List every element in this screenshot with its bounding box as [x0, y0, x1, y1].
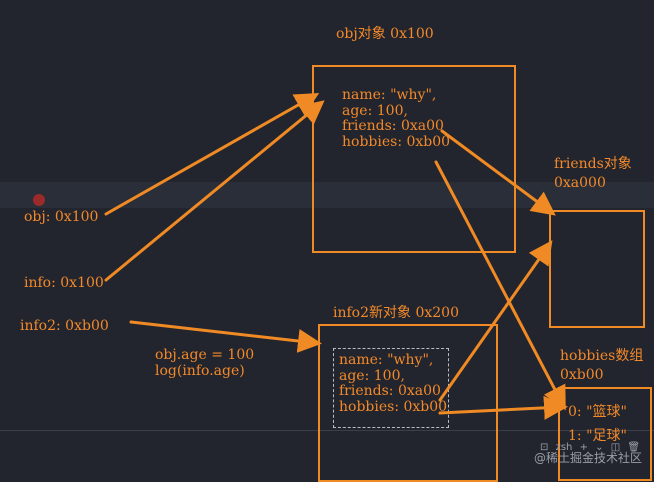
var-obj: obj: 0x100 — [24, 209, 99, 225]
code-line-assign: obj.age = 100 — [155, 347, 255, 363]
arrow-info2-hobbies-to-hobbies — [438, 395, 568, 420]
obj-object-props: name: "why", age: 100, friends: 0xa00 ho… — [342, 87, 451, 150]
arrow-obj-friends-to-friends — [440, 129, 556, 216]
code-line-log: log(info.age) — [155, 363, 245, 379]
hobbies-array-address: 0xb00 — [560, 367, 604, 383]
hobbies-item-0: 0: "篮球" — [568, 404, 627, 420]
chevron-down-icon[interactable]: ⌄ — [595, 442, 604, 453]
terminal-toolbar: ⊡ zsh + ⌄ ◫ 🗑 — [540, 440, 644, 456]
hobbies-array-box — [558, 387, 652, 481]
info2-prop-hobbies: hobbies: 0xb00 — [339, 398, 448, 415]
arrow-info2-friends-to-friends — [438, 240, 553, 402]
obj-prop-name: name: "why", — [342, 87, 437, 103]
info2-object-props: name: "why", age: 100, friends: 0xa00 ho… — [339, 352, 448, 415]
var-info2: info2: 0xb00 — [20, 318, 109, 334]
friends-object-title: friends对象 — [554, 156, 632, 172]
info2-prop-age: age: 100, — [339, 367, 405, 384]
arrow-info2-to-info2-box — [129, 320, 322, 353]
info2-object-title: info2新对象 0x200 — [333, 305, 459, 321]
obj-object-title: obj对象 0x100 — [336, 26, 434, 42]
friends-object-box — [549, 210, 645, 328]
arrow-info-to-obj-box — [104, 100, 325, 282]
hobbies-item-1: 1: "足球" — [568, 428, 627, 444]
hobbies-array-title: hobbies数组 — [560, 348, 644, 364]
var-info: info: 0x100 — [24, 275, 104, 291]
terminal-icon[interactable]: ⊡ — [540, 442, 549, 453]
add-terminal-icon[interactable]: + — [579, 442, 588, 453]
obj-object-box — [312, 65, 516, 253]
info2-prop-friends: friends: 0xa00 — [339, 383, 441, 399]
obj-prop-hobbies: hobbies: 0xb00 — [342, 133, 451, 150]
split-terminal-icon[interactable]: ◫ — [610, 442, 621, 453]
friends-object-address: 0xa000 — [554, 175, 606, 191]
trash-icon[interactable]: 🗑 — [627, 442, 641, 453]
info2-prop-name: name: "why", — [339, 352, 434, 368]
obj-prop-friends: friends: 0xa00 — [342, 118, 444, 134]
arrow-obj-to-obj-box — [104, 93, 320, 216]
breakpoint-dot — [33, 194, 45, 206]
arrow-obj-hobbies-to-hobbies — [434, 160, 566, 411]
watermark: @稀土掘金技术社区 — [533, 451, 642, 465]
panel-divider — [0, 430, 654, 431]
terminal-shell-label[interactable]: zsh — [555, 442, 573, 453]
obj-prop-age: age: 100, — [342, 102, 408, 119]
